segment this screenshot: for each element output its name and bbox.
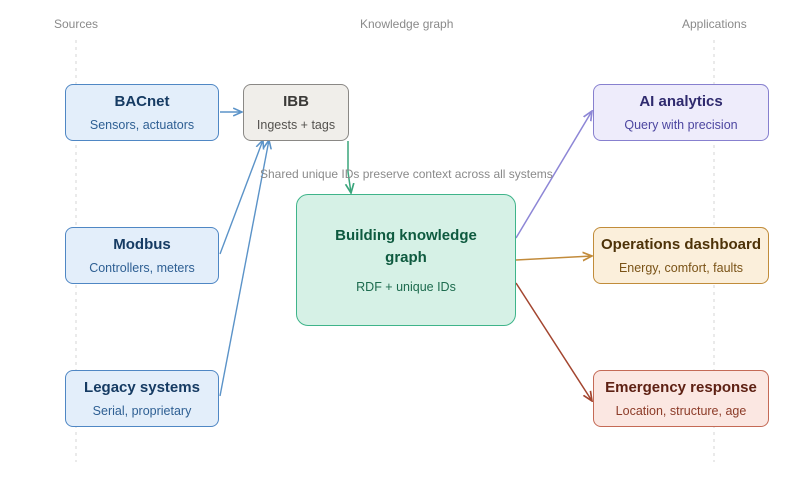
modbus-title: Modbus: [113, 236, 171, 253]
ai-analytics-title: AI analytics: [639, 93, 723, 110]
emergency-response-node: Emergency response Location, structure, …: [593, 370, 769, 427]
legacy-systems-node: Legacy systems Serial, proprietary: [65, 370, 219, 427]
legacy-systems-title: Legacy systems: [84, 379, 200, 396]
bacnet-title: BACnet: [114, 93, 170, 110]
ai-analytics-node: AI analytics Query with precision: [593, 84, 769, 141]
sources-column-header: Sources: [54, 17, 99, 31]
graph-to-emergency-arrow: [515, 282, 592, 401]
ibb-title: IBB: [283, 93, 309, 110]
ibb-subtitle: Ingests + tags: [256, 118, 336, 132]
modbus-subtitle: Controllers, meters: [89, 261, 195, 275]
legacy-systems-subtitle: Serial, proprietary: [92, 404, 192, 418]
emergency-response-subtitle: Location, structure, age: [615, 404, 747, 418]
graph-to-ai-arrow: [515, 111, 592, 239]
modbus-to-ibb-arrow: [219, 140, 263, 255]
knowledge-graph-column-header: Knowledge graph: [360, 17, 454, 31]
operations-dashboard-subtitle: Energy, comfort, faults: [618, 261, 744, 275]
operations-dashboard-node: Operations dashboard Energy, comfort, fa…: [593, 227, 769, 284]
knowledge-graph-node: Building knowledge graph RDF + unique ID…: [296, 194, 516, 326]
bacnet-node: BACnet Sensors, actuators: [65, 84, 219, 141]
emergency-response-title: Emergency response: [605, 379, 757, 396]
ibb-to-graph-arrow: [348, 141, 351, 193]
shared-ids-annotation: Shared unique IDs preserve context acros…: [260, 167, 553, 181]
ai-analytics-subtitle: Query with precision: [624, 118, 738, 132]
knowledge-graph-subtitle: RDF + unique IDs: [356, 280, 456, 294]
ibb-node: IBB Ingests + tags: [243, 84, 349, 141]
legacy-to-ibb-arrow: [219, 140, 269, 397]
applications-column-header: Applications: [682, 17, 747, 31]
graph-to-ops-arrow: [515, 256, 592, 260]
modbus-node: Modbus Controllers, meters: [65, 227, 219, 284]
bacnet-subtitle: Sensors, actuators: [89, 118, 195, 132]
operations-dashboard-title: Operations dashboard: [600, 236, 762, 253]
knowledge-graph-title: Building knowledge graph: [335, 227, 477, 266]
